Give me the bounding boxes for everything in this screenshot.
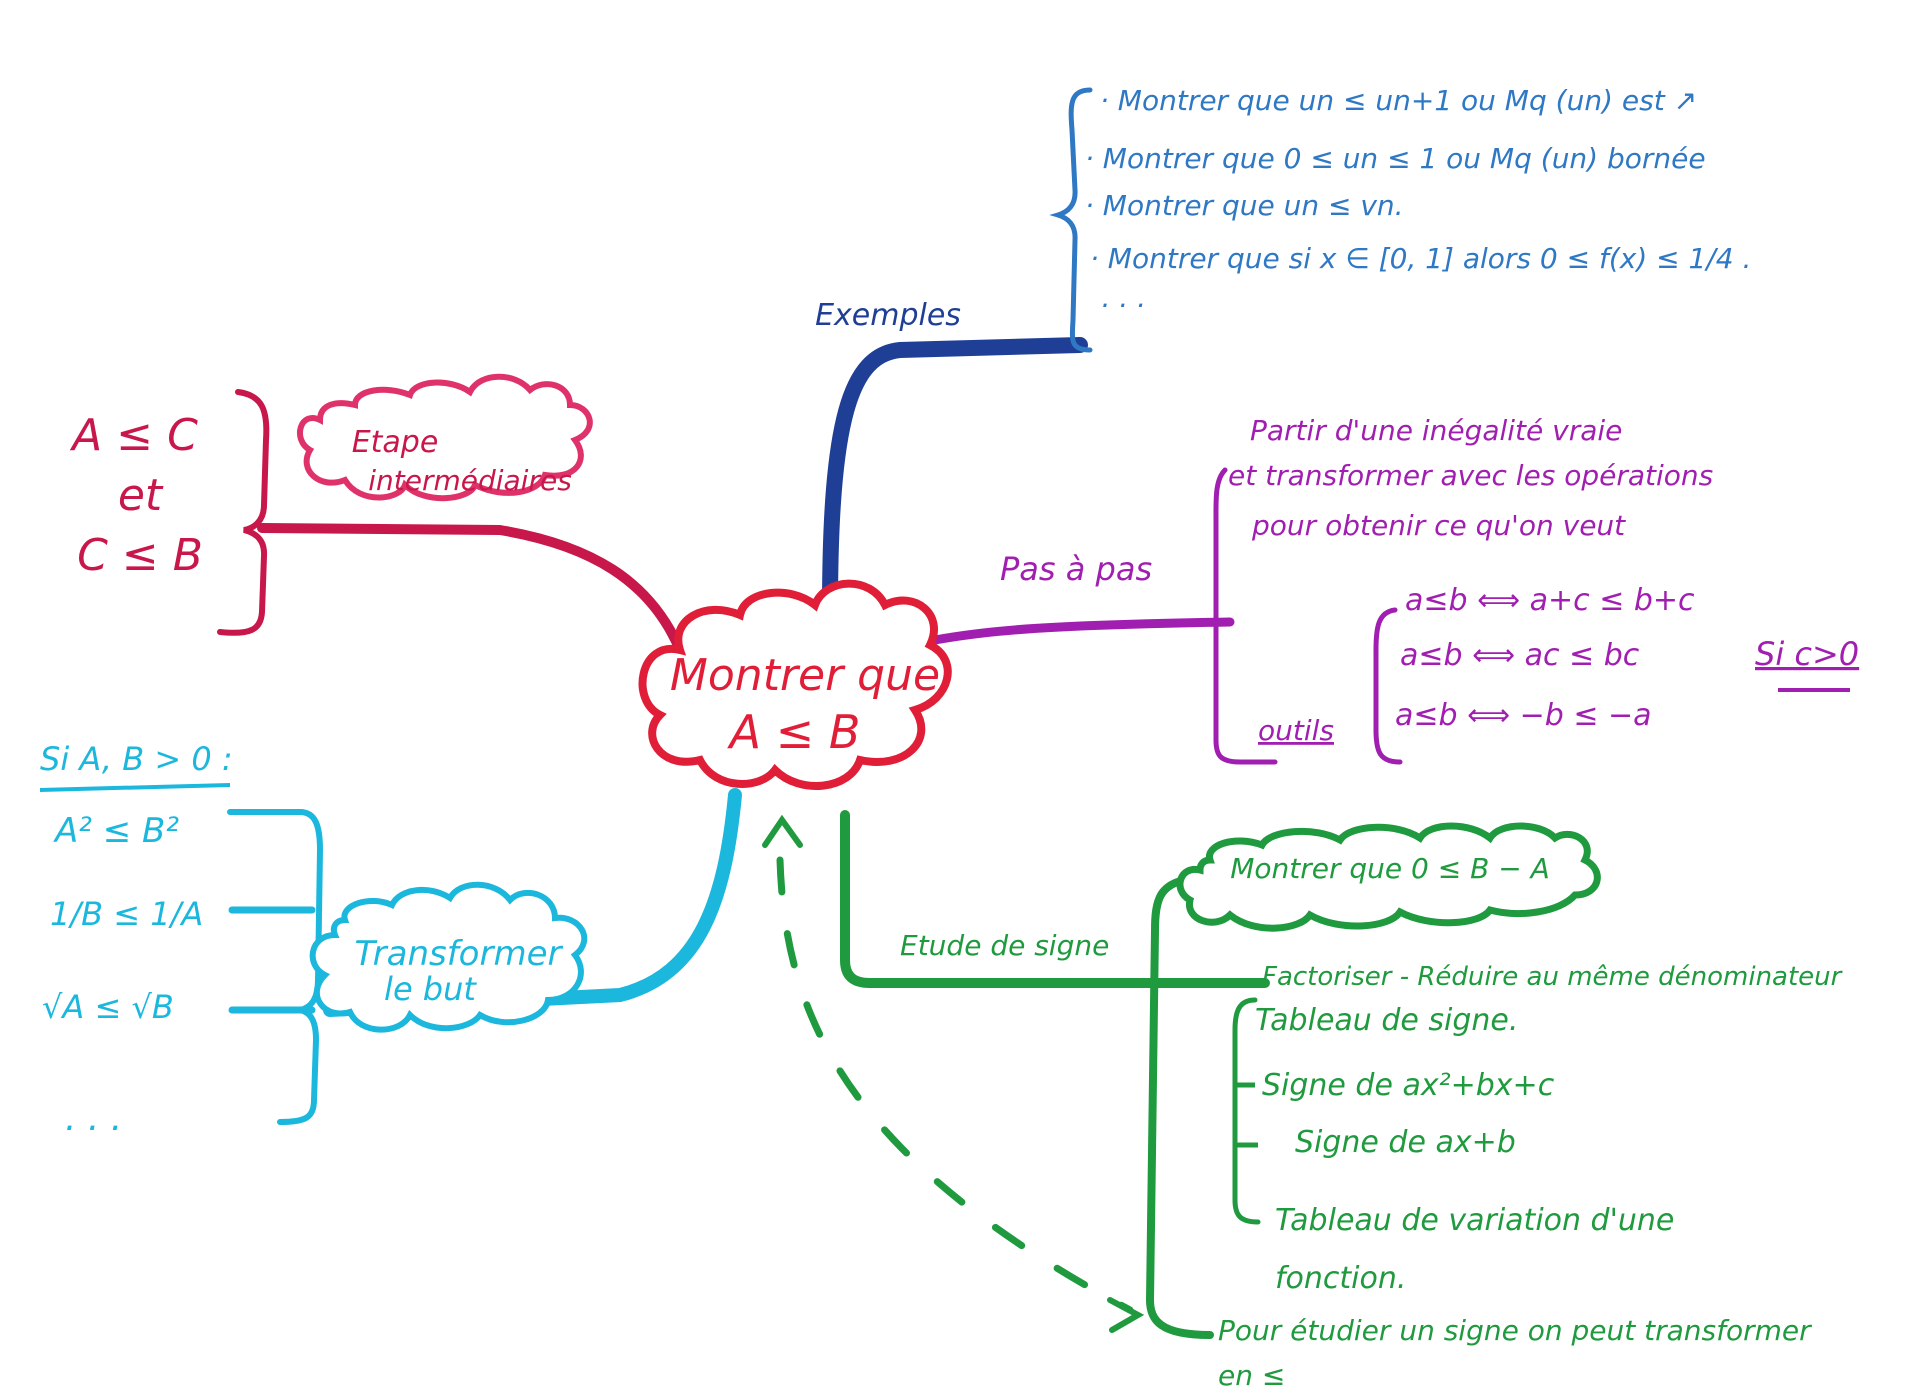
signe-item-7: Pour étudier un signe on peut transforme… bbox=[1218, 1314, 1812, 1347]
signe-label: Etude de signe bbox=[900, 929, 1109, 962]
etape-line-3: C ≤ B bbox=[77, 530, 203, 581]
signe-cloud-text: Montrer que 0 ≤ B − A bbox=[1230, 852, 1550, 885]
signe-item-5: Tableau de variation d'une bbox=[1275, 1203, 1674, 1238]
exemples-item-5: · · · bbox=[1100, 289, 1145, 322]
branch-transformer bbox=[323, 788, 742, 1017]
pas-a-pas-label: Pas à pas bbox=[1000, 550, 1152, 588]
transformer-item-1: A² ≤ B² bbox=[53, 811, 179, 851]
dashed-arrow-head-top bbox=[762, 814, 803, 848]
center-cloud bbox=[638, 579, 952, 790]
branch-exemples bbox=[822, 337, 1088, 618]
dashed-arrow-head-bottom bbox=[1107, 1297, 1145, 1333]
transformer-condition: Si A, B > 0 : bbox=[40, 740, 233, 778]
etape-label-1: Etape bbox=[352, 425, 439, 460]
outil-1: a≤b ⟺ a+c ≤ b+c bbox=[1405, 583, 1695, 618]
outil-2: a≤b ⟺ ac ≤ bc bbox=[1400, 638, 1640, 673]
signe-item-4: Signe de ax+b bbox=[1295, 1125, 1516, 1160]
branch-pas-a-pas bbox=[930, 617, 1235, 645]
transformer-item-3: √A ≤ √B bbox=[42, 988, 174, 1026]
transformer-label-2: le but bbox=[384, 970, 477, 1008]
exemples-item-4: · Montrer que si x ∈ [0, 1] alors 0 ≤ f(… bbox=[1090, 242, 1751, 275]
branch-signe bbox=[840, 810, 1270, 988]
signe-cloud bbox=[1176, 822, 1601, 932]
dashed-arrow bbox=[776, 856, 1134, 1314]
signe-item-8: en ≤ bbox=[1218, 1359, 1285, 1392]
signe-item-6: fonction. bbox=[1275, 1261, 1406, 1296]
transformer-cloud bbox=[309, 881, 588, 1033]
etape-cloud bbox=[297, 373, 593, 502]
exemples-item-3: · Montrer que un ≤ vn. bbox=[1085, 189, 1404, 222]
brace-outils bbox=[1373, 607, 1403, 765]
exemples-item-1: · Montrer que un ≤ un+1 ou Mq (un) est ↗ bbox=[1100, 84, 1697, 117]
signe-item-1: Factoriser - Réduire au même dénominateu… bbox=[1262, 962, 1844, 992]
exemples-label: Exemples bbox=[815, 298, 961, 333]
outils-label: outils bbox=[1258, 714, 1334, 747]
brace-etape bbox=[217, 389, 270, 636]
brace-transformer bbox=[227, 809, 324, 1125]
transformer-item-2: 1/B ≤ 1/A bbox=[50, 895, 203, 933]
etape-line-1: A ≤ C bbox=[69, 410, 198, 461]
pas-a-pas-desc-2: et transformer avec les opérations bbox=[1228, 459, 1713, 492]
brace-pas-a-pas bbox=[1213, 467, 1278, 765]
transformer-item-4: . . . bbox=[65, 1098, 122, 1139]
brace-signe bbox=[1145, 876, 1214, 1339]
transformer-label-1: Transformer bbox=[355, 934, 564, 974]
pas-a-pas-desc-1: Partir d'une inégalité vraie bbox=[1250, 414, 1622, 447]
outil-condition: Si c>0 bbox=[1755, 635, 1859, 673]
outil-3: a≤b ⟺ −b ≤ −a bbox=[1395, 698, 1652, 733]
signe-item-3: Signe de ax²+bx+c bbox=[1262, 1068, 1555, 1103]
brace-exemples bbox=[1049, 87, 1093, 353]
brace-signe-inner bbox=[1232, 997, 1261, 1225]
signe-item-2: Tableau de signe. bbox=[1255, 1003, 1518, 1038]
branch-etape bbox=[257, 523, 685, 655]
exemples-item-2: · Montrer que 0 ≤ un ≤ 1 ou Mq (un) born… bbox=[1085, 142, 1706, 175]
center-title-line1: Montrer que bbox=[670, 650, 940, 701]
etape-label-2: intermédiaires bbox=[368, 464, 572, 497]
etape-line-2: et bbox=[118, 470, 164, 521]
condition-underline-cyan bbox=[39, 783, 231, 792]
center-title-line2: A ≤ B bbox=[727, 705, 861, 759]
pas-a-pas-desc-3: pour obtenir ce qu'on veut bbox=[1251, 509, 1626, 542]
